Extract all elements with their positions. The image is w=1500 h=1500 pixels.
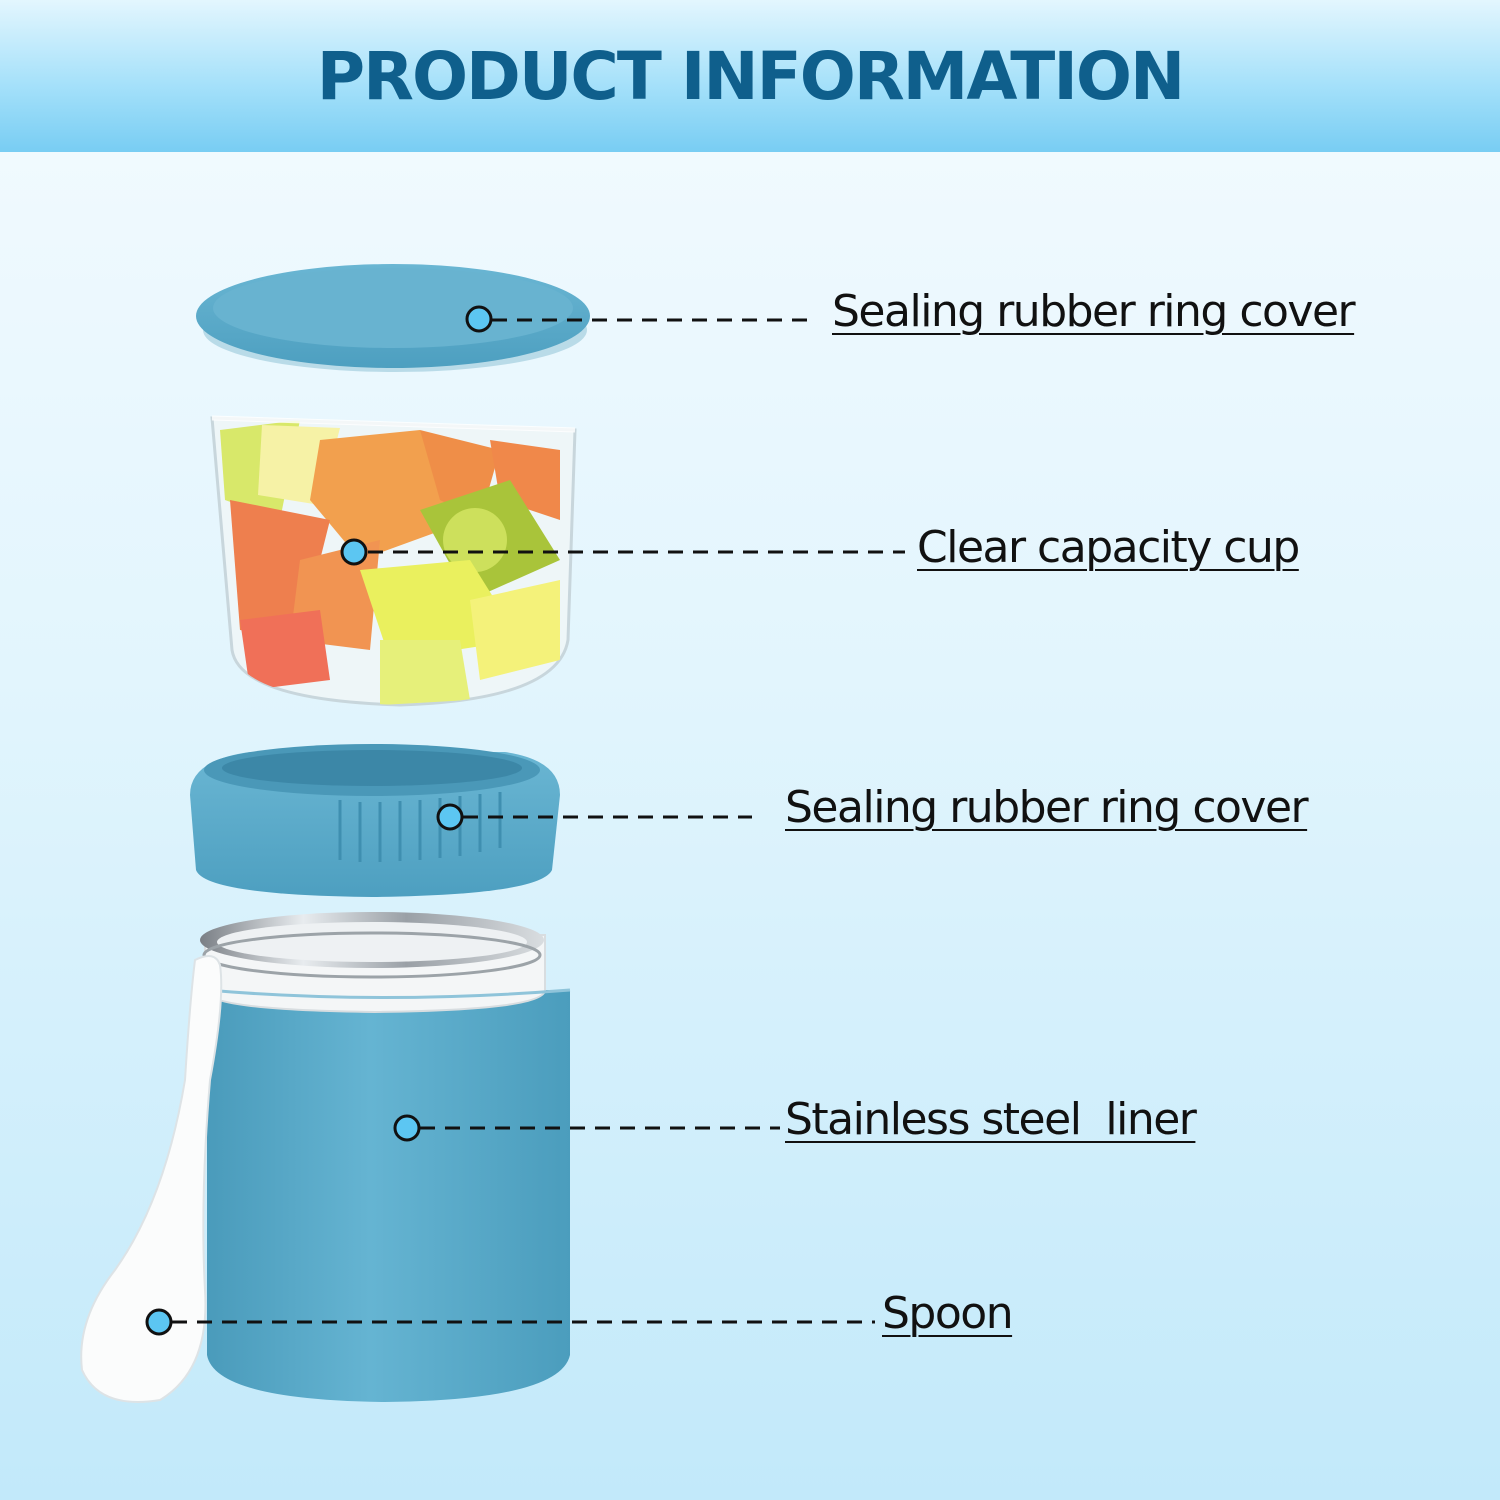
top-lid <box>196 264 590 372</box>
callout-label-steel-liner: Stainless steel liner <box>785 1094 1197 1145</box>
header-banner: PRODUCT INFORMATION <box>0 0 1500 152</box>
page-title: PRODUCT INFORMATION <box>316 38 1185 115</box>
callout-marker-2 <box>340 538 368 566</box>
callout-label-clear-cup: Clear capacity cup <box>917 522 1300 573</box>
callout-marker-5 <box>145 1308 173 1336</box>
clear-cup <box>210 415 577 707</box>
callout-marker-3 <box>436 803 464 831</box>
spoon <box>80 955 223 1403</box>
callout-label-spoon: Spoon <box>882 1288 1014 1339</box>
steel-liner-jar <box>200 912 571 1402</box>
screw-lid <box>190 744 560 897</box>
callout-label-screw-lid: Sealing rubber ring cover <box>785 782 1309 833</box>
callout-marker-1 <box>465 305 493 333</box>
callout-label-top-lid: Sealing rubber ring cover <box>832 286 1356 337</box>
callout-marker-4 <box>393 1114 421 1142</box>
